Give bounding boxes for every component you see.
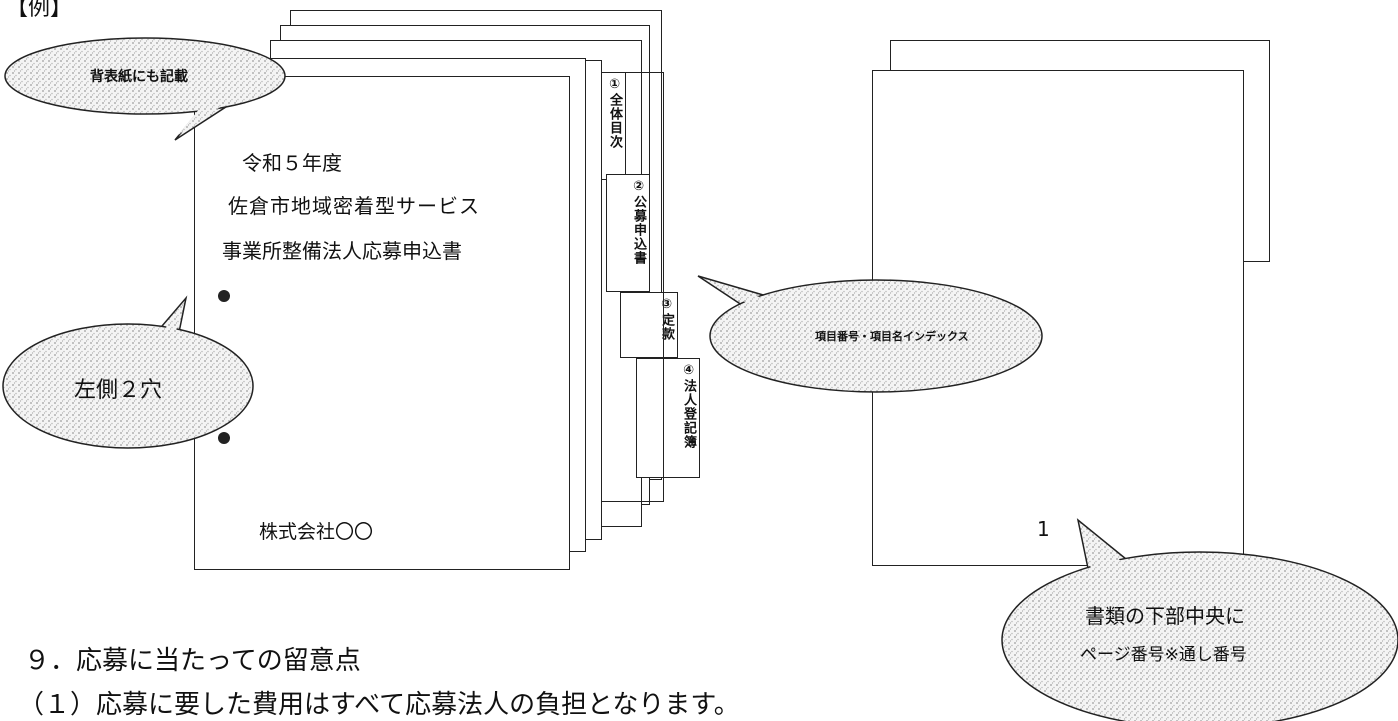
spine-callout-text: 背表紙にも記載: [90, 69, 188, 85]
binder-hole-bottom: [218, 432, 230, 444]
index-tab-3-label: ③定款: [659, 297, 674, 341]
cover-year: 令和５年度: [242, 151, 342, 175]
index-tab-4-label: ④法人登記簿: [681, 363, 696, 449]
binder-hole-top: [218, 290, 230, 302]
example-label: 【例】: [6, 0, 73, 21]
holes-callout-text: 左側２穴: [74, 378, 163, 403]
spine-callout-balloon: [4, 37, 286, 115]
index-callout-text: 項目番号・項目名インデックス: [815, 330, 969, 343]
index-tab-2-label: ②公募申込書: [631, 179, 646, 265]
page-number-sample: 1: [1037, 517, 1050, 541]
cover-title-line1: 佐倉市地域密着型サービス: [228, 194, 480, 218]
index-callout-balloon: [709, 279, 1043, 393]
index-tab-2: ②公募申込書: [606, 174, 650, 292]
callout-shapes: [2, 37, 1398, 721]
page-number-callout-text-2: ページ番号※通し番号: [1080, 645, 1247, 665]
index-tab-4: ④法人登記簿: [636, 358, 700, 478]
section-heading: ９．応募に当たっての留意点: [24, 646, 361, 676]
cover-company: 株式会社〇〇: [259, 521, 374, 543]
section-item-1: （１）応募に要した費用はすべて応募法人の負担となります。: [18, 690, 740, 720]
page-number-callout-balloon: [1001, 551, 1398, 721]
page-number-callout-text-1: 書類の下部中央に: [1085, 604, 1245, 628]
cover-title-line2: 事業所整備法人応募申込書: [222, 239, 462, 263]
index-tab-1-label: ①全体目次: [607, 77, 622, 149]
holes-callout-balloon: [2, 323, 254, 449]
index-tab-3: ③定款: [620, 292, 678, 358]
binder-middle-sheet: [580, 72, 664, 502]
binder-front-cover: 令和５年度 佐倉市地域密着型サービス 事業所整備法人応募申込書 株式会社〇〇: [194, 76, 570, 570]
